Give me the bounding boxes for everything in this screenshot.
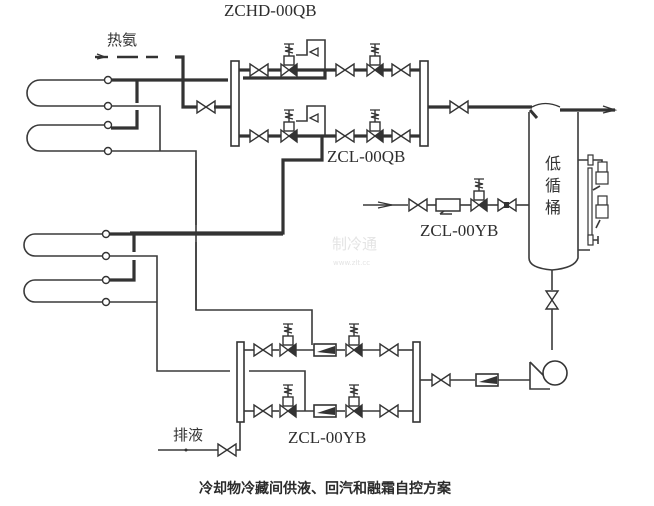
figure-caption: 冷却物冷藏间供液、回汽和融霜自控方案 <box>199 480 452 497</box>
lower-coil-riser <box>109 234 136 282</box>
liquid-supply-branch-upper <box>244 323 413 357</box>
vessel-side-valve <box>545 270 559 350</box>
vessel-label-3: 桶 <box>545 198 561 217</box>
pump-discharge-line <box>420 373 530 387</box>
vessel-liquid-supply <box>363 178 529 215</box>
hot-ammonia-label: 热氨 <box>107 31 137 49</box>
upper-coil-riser <box>111 80 139 130</box>
level-control-assembly <box>578 154 609 251</box>
zcl-qb-branch <box>130 105 420 235</box>
zcl-yb-supply-label: ZCL-00YB <box>420 221 498 240</box>
refrigerant-pump <box>529 360 568 390</box>
drain-line <box>158 422 241 457</box>
liquid-supply-outlet-header <box>412 341 421 423</box>
suction-inlet-header <box>230 60 240 147</box>
suction-outlet-header <box>419 60 429 147</box>
vessel-label-2: 循 <box>545 176 561 195</box>
zcl-qb-station-label: ZCL-00QB <box>327 147 405 166</box>
lower-liquid-line <box>109 255 230 372</box>
suction-to-vessel <box>428 100 618 119</box>
low-pressure-circulation-vessel: 低 循 桶 <box>528 112 579 271</box>
hot-ammonia-line <box>95 53 236 114</box>
liquid-supply-inlet-header <box>236 341 245 423</box>
vessel-label-1: 低 <box>545 154 561 173</box>
zchd-station-label: ZCHD-00QB <box>224 1 317 20</box>
evaporator-coil-lower <box>23 229 111 307</box>
watermark-url: www.zlt.cc <box>333 259 370 267</box>
evaporator-coil-upper <box>26 75 113 156</box>
liquid-supply-branch-lower <box>244 370 413 418</box>
watermark-name: 制冷通 <box>332 235 377 253</box>
zcl-yb-pump-label: ZCL-00YB <box>288 428 366 447</box>
drain-label: 排液 <box>173 426 203 444</box>
zchd-branch <box>239 39 420 80</box>
